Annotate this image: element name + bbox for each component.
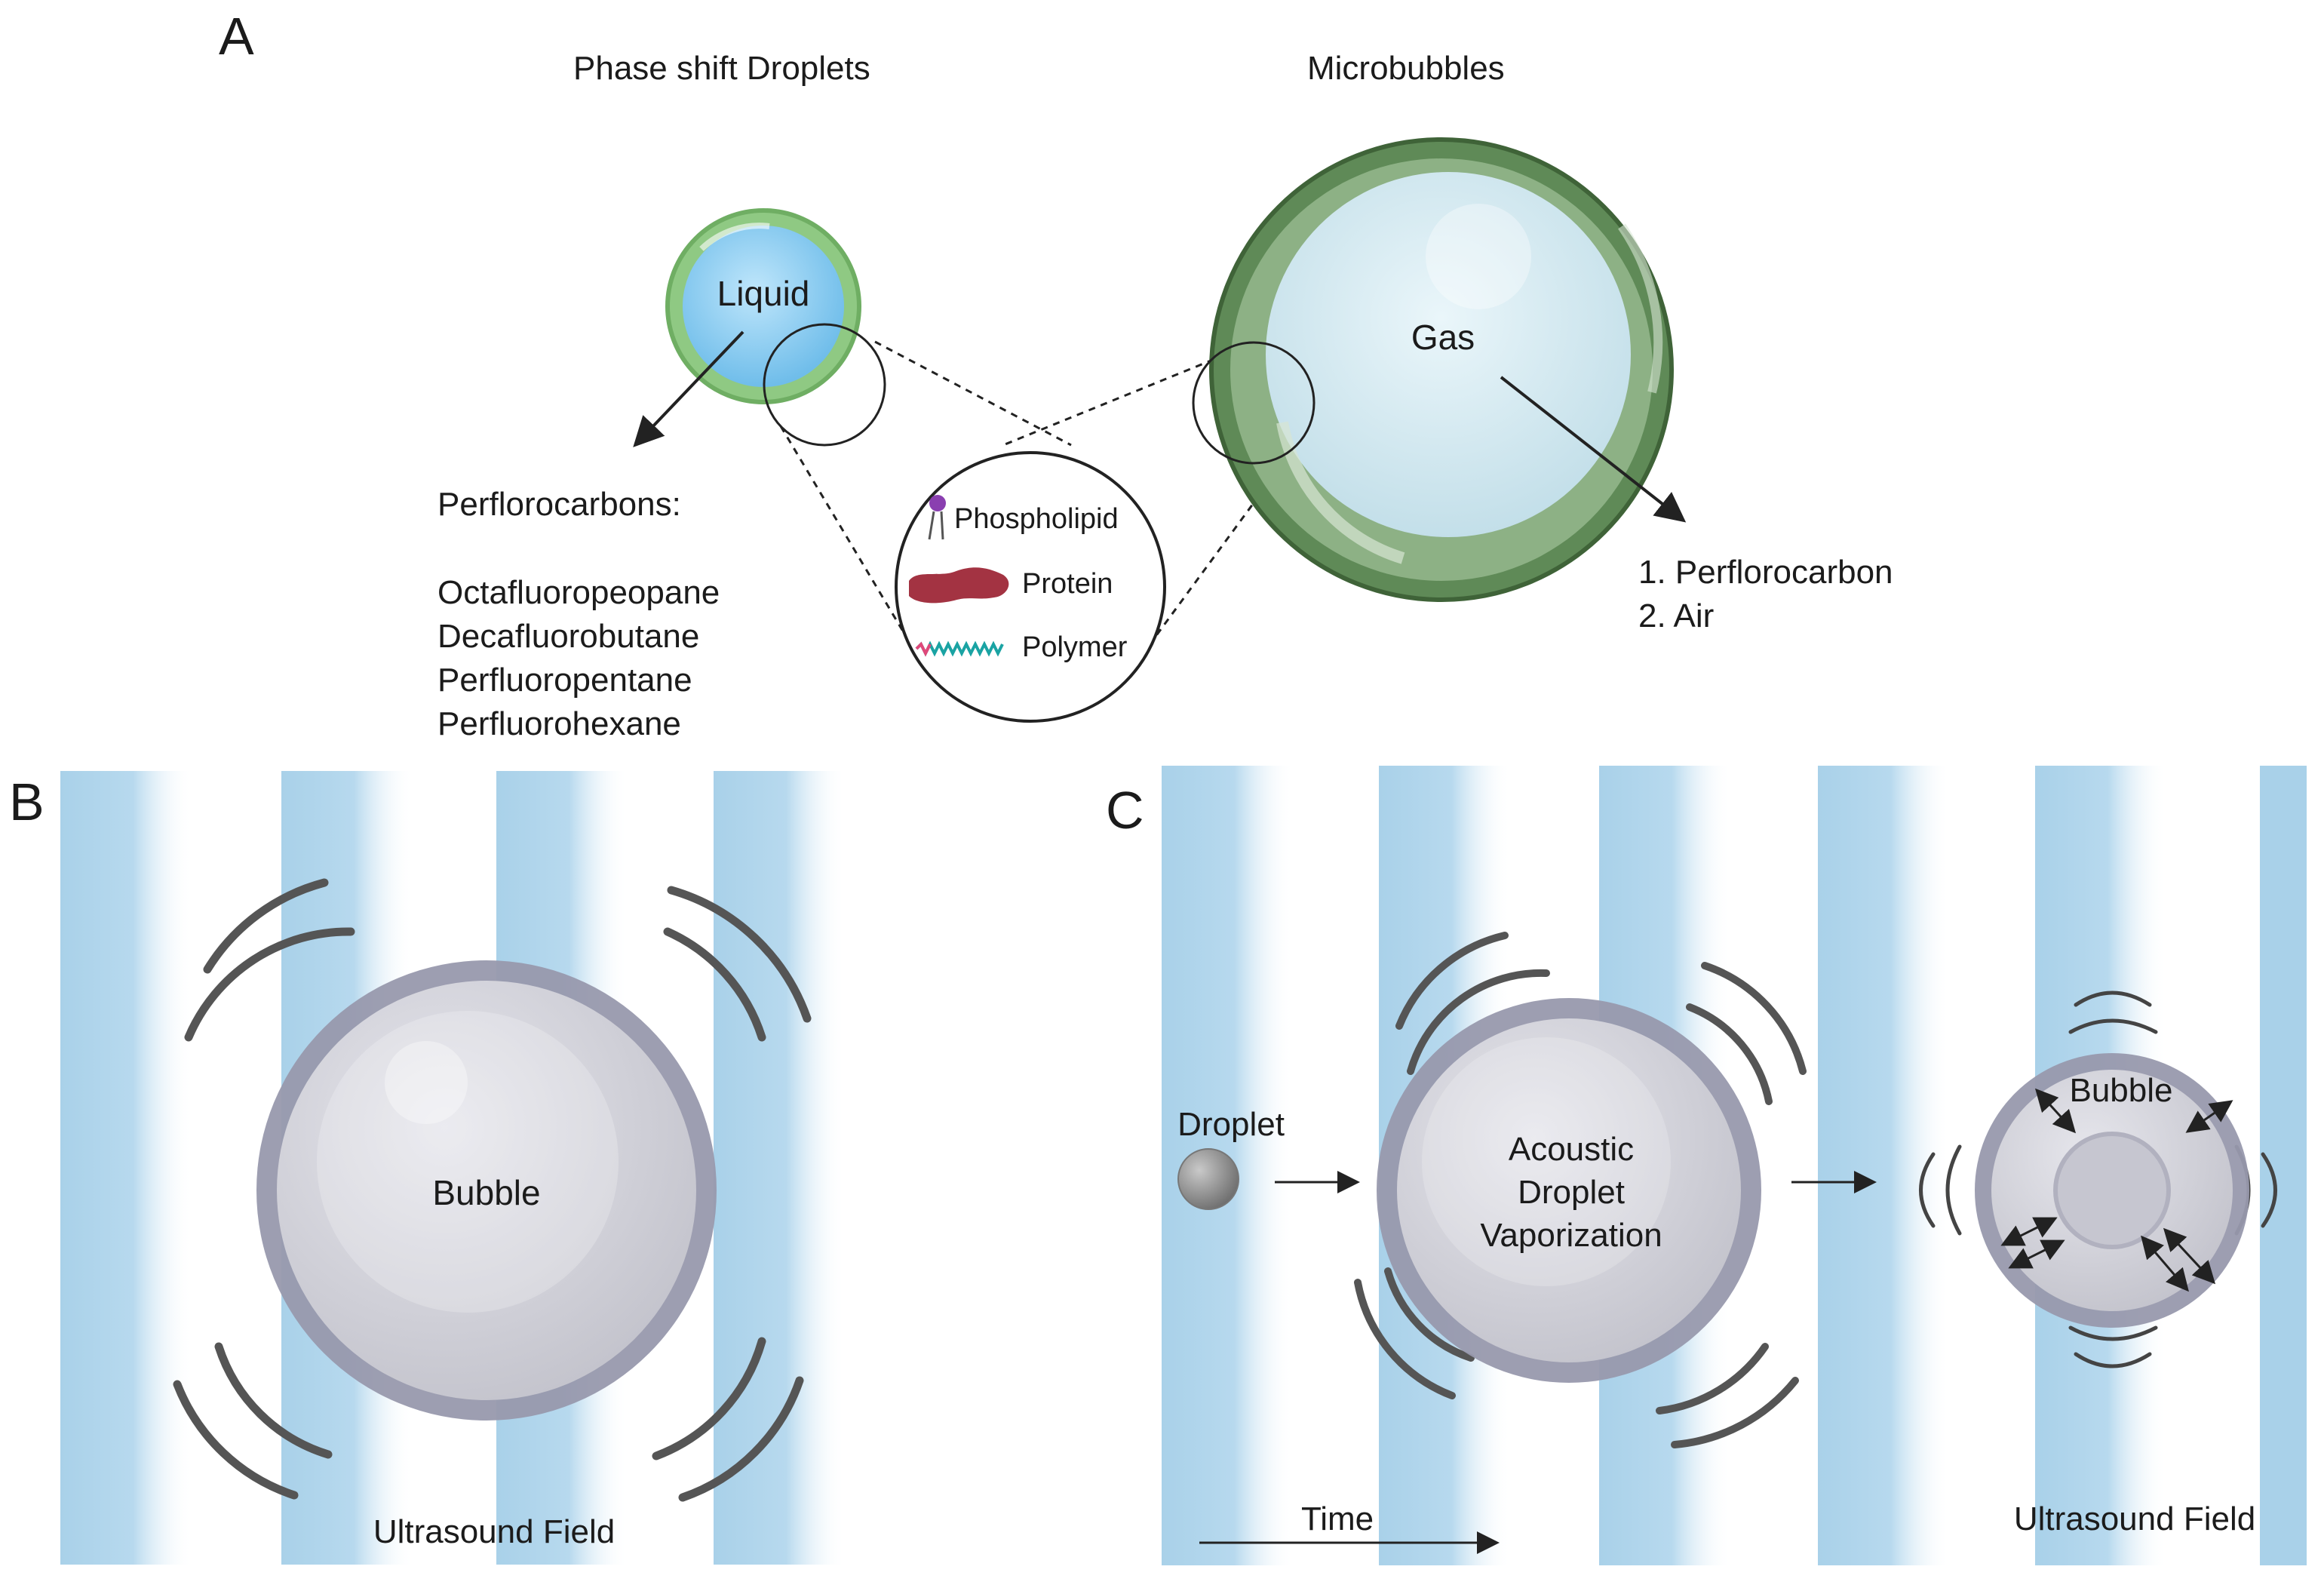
- perfluorocarbons-title: Perflorocarbons:: [437, 486, 681, 523]
- pfc-item: Perfluorohexane: [437, 705, 681, 742]
- oscillating-bubble: Bubble: [1975, 1053, 2249, 1328]
- protein-icon: [909, 567, 1009, 604]
- microbubble: Gas: [1209, 137, 1674, 602]
- panel-b-letter: B: [9, 772, 45, 831]
- phospholipid-icon: [928, 495, 946, 540]
- phase-shift-droplet: Liquid: [665, 208, 861, 404]
- adv-bubble: Acoustic Droplet Vaporization: [1377, 998, 1761, 1383]
- phospholipid-label: Phospholipid: [954, 503, 1119, 535]
- droplet-zoom-circle: [763, 323, 886, 447]
- panel-a-letter: A: [219, 7, 254, 66]
- droplet-label: Droplet: [1177, 1106, 1285, 1143]
- field-label-b: Ultrasound Field: [373, 1513, 615, 1550]
- liquid-arrow: [633, 330, 744, 447]
- bubble-b: Bubble: [256, 960, 717, 1421]
- zoom-connectors: [779, 340, 1284, 650]
- droplets-heading: Phase shift Droplets: [573, 50, 870, 87]
- microbubbles-heading: Microbubbles: [1307, 50, 1505, 87]
- gas-type-item: 2. Air: [1638, 597, 1714, 634]
- panel-a: A Phase shift Droplets Microbubbles Liqu…: [219, 7, 1893, 742]
- gas-type-item: 1. Perflorocarbon: [1638, 554, 1893, 591]
- adv-label-line: Vaporization: [1480, 1217, 1662, 1254]
- polymer-label: Polymer: [1022, 631, 1128, 663]
- panel-c: C Droplet Acoustic Droplet Vaporization: [1106, 766, 2307, 1565]
- panel-b: B Bubble Ultrasound Field: [9, 771, 846, 1565]
- bubble-c-label: Bubble: [2069, 1072, 2172, 1109]
- liquid-label: Liquid: [717, 274, 810, 313]
- time-label: Time: [1301, 1500, 1374, 1537]
- pfc-item: Perfluoropentane: [437, 662, 692, 699]
- adv-wave-arcs: [1354, 932, 1807, 1448]
- adv-label-line: Droplet: [1518, 1174, 1625, 1211]
- gas-arrow: [1500, 376, 1687, 523]
- microbubble-zoom-circle: [1192, 341, 1316, 465]
- adv-label-line: Acoustic: [1509, 1131, 1634, 1168]
- pfc-item: Decafluorobutane: [437, 618, 699, 655]
- shell-inset: Phospholipid Protein Polymer: [895, 451, 1166, 723]
- bubble-b-label: Bubble: [432, 1173, 540, 1212]
- protein-label: Protein: [1022, 568, 1113, 600]
- field-label-c: Ultrasound Field: [2014, 1500, 2255, 1537]
- expansion-arrows: [2000, 1088, 2233, 1292]
- panel-c-letter: C: [1106, 781, 1144, 840]
- droplet-sphere: [1177, 1148, 1239, 1210]
- pressure-wave-arcs: [173, 878, 812, 1502]
- gas-label: Gas: [1411, 318, 1475, 357]
- pfc-item: Octafluoropeopane: [437, 574, 720, 611]
